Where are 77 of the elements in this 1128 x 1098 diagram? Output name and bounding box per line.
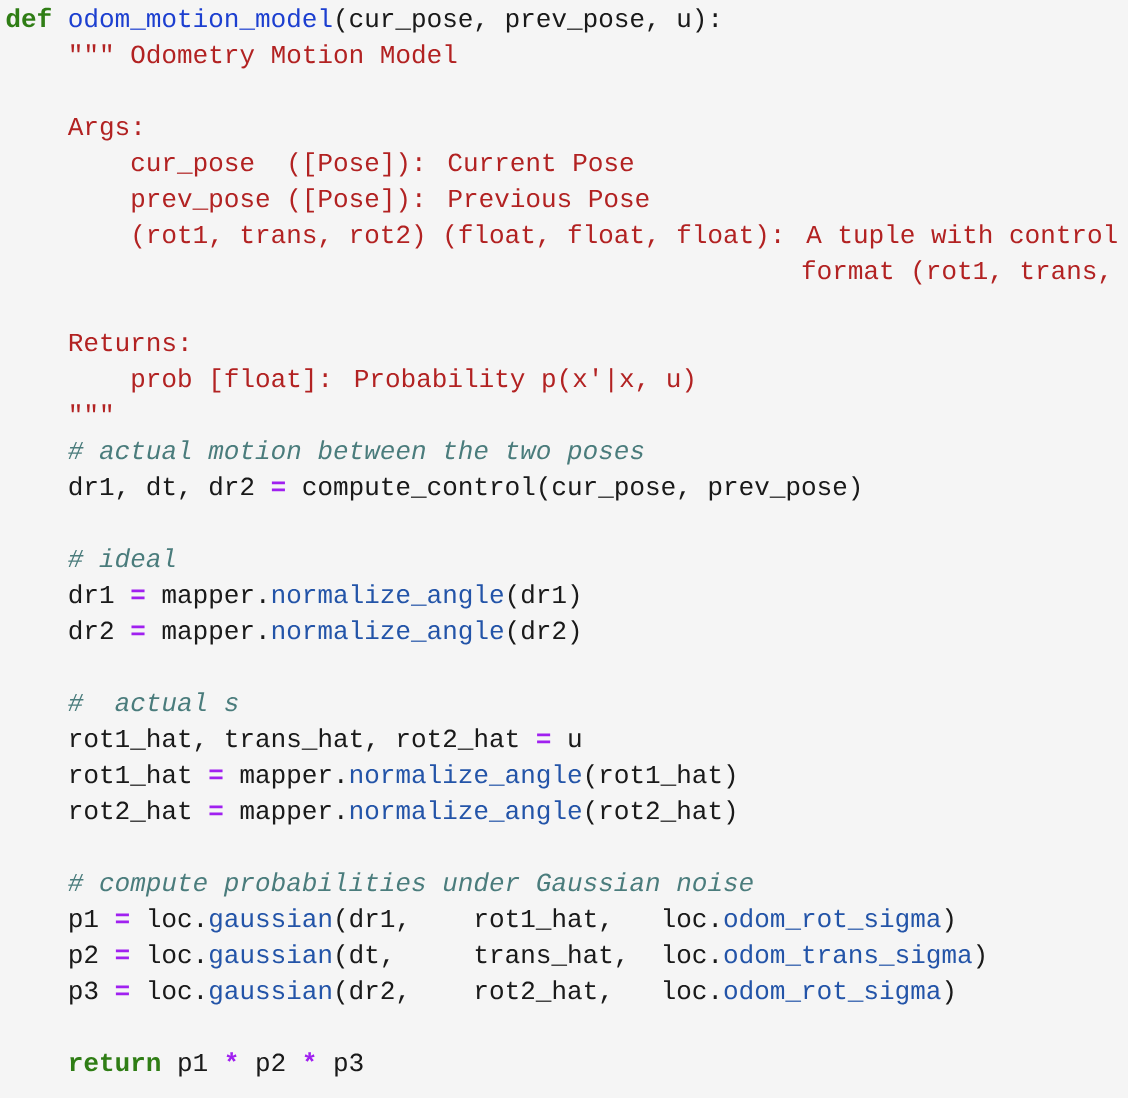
code-text: rot2_hat [70, 800, 190, 822]
code-text: (rot2_hat) [586, 800, 735, 825]
code-text: (dr2, [337, 980, 405, 1005]
comment: # [68, 693, 84, 711]
operator: = [131, 589, 145, 600]
code-text: loc. [664, 944, 717, 964]
code-text: mapper. [162, 625, 265, 645]
code-text: (dr1) [508, 584, 579, 609]
method-name: normalize_angle [350, 800, 581, 825]
code-text: trans_hat, [475, 944, 623, 968]
method-name: normalize_angle [350, 764, 581, 789]
code-text: compute_control(cur_pose, prev_pose) [303, 476, 860, 501]
method-name: normalize_angle [272, 620, 503, 645]
comment: # ideal [68, 548, 175, 568]
docstring: cur_pose [131, 157, 254, 177]
method-name: gaussian [210, 908, 331, 933]
code-text: u [569, 733, 581, 748]
method-name: odom_rot_sigma [724, 980, 941, 1005]
docstring: (rot1, trans, rot2) (float, float, float): A tuple with control [134, 224, 1117, 249]
operator: = [115, 949, 129, 960]
code-text: rot2_hat, [476, 980, 607, 1004]
method-name: normalize_angle [272, 584, 503, 609]
code-text: p3 [70, 981, 98, 1005]
code-text: mapper. [162, 589, 265, 609]
code-text: rot1_hat [70, 764, 190, 786]
code-text: mapper. [240, 805, 343, 825]
code-text: p2 [70, 945, 98, 969]
code-text: (dt, [337, 944, 389, 969]
code-text: loc. [149, 944, 202, 964]
operator: * [304, 1052, 315, 1062]
code-text: dr1, dt, dr2 [69, 476, 254, 500]
code-text: ) [945, 908, 953, 933]
docstring: """ Odometry Motion Model [71, 44, 457, 69]
comment: # compute probabilities under Gaussian noise [68, 872, 753, 897]
operator: = [209, 769, 223, 780]
code-text: p2 [257, 1053, 285, 1077]
docstring: format (rot1, trans, [802, 260, 1107, 285]
docstring: Args: [67, 117, 140, 141]
operator: = [131, 625, 145, 636]
code-text: ) [945, 980, 953, 1005]
code-text: (dr1, [337, 908, 405, 933]
operator: * [226, 1052, 237, 1062]
code-text: ) [976, 944, 984, 969]
docstring: Returns: [69, 333, 187, 352]
code-text: rot1_hat, [476, 908, 607, 932]
docstring: """ [71, 404, 112, 413]
keyword: return [70, 1053, 160, 1072]
operator: = [209, 805, 223, 816]
code-text: loc. [664, 980, 717, 1000]
code-text: dr2 [69, 620, 113, 640]
code-text: p1 [70, 909, 98, 933]
code-text: loc. [149, 908, 202, 928]
code-text: (dr2) [508, 620, 579, 645]
method-name: odom_trans_sigma [724, 944, 972, 969]
code-text: loc. [149, 980, 202, 1000]
keyword: def [6, 7, 51, 28]
docstring: prev_pose ([Pose]): Previous Pose [132, 188, 649, 213]
docstring: prob [float]: Probability p(x'|x, u) [132, 368, 693, 393]
method-name: odom_rot_sigma [724, 908, 941, 933]
code-text: (cur_pose, prev_pose, u): [337, 8, 717, 33]
code-text: mapper. [240, 769, 343, 789]
comment: actual s [115, 692, 238, 712]
method-name: gaussian [210, 980, 331, 1005]
operator: = [271, 481, 285, 492]
function-name: odom_motion_model [69, 8, 332, 30]
operator: = [537, 733, 551, 744]
method-name: gaussian [210, 944, 331, 969]
operator: = [115, 913, 129, 924]
code-text: dr1 [69, 584, 114, 604]
code-text: rot1_hat, trans_hat, rot2_hat [70, 728, 518, 752]
docstring: ([Pose]): Current Pose [290, 152, 633, 177]
comment: # actual motion between the two poses [68, 440, 644, 465]
code-text: p1 [179, 1053, 207, 1077]
code-text: p3 [335, 1053, 363, 1077]
code-text: loc. [664, 908, 717, 928]
code-text: (rot1_hat) [586, 764, 735, 789]
operator: = [115, 985, 129, 996]
